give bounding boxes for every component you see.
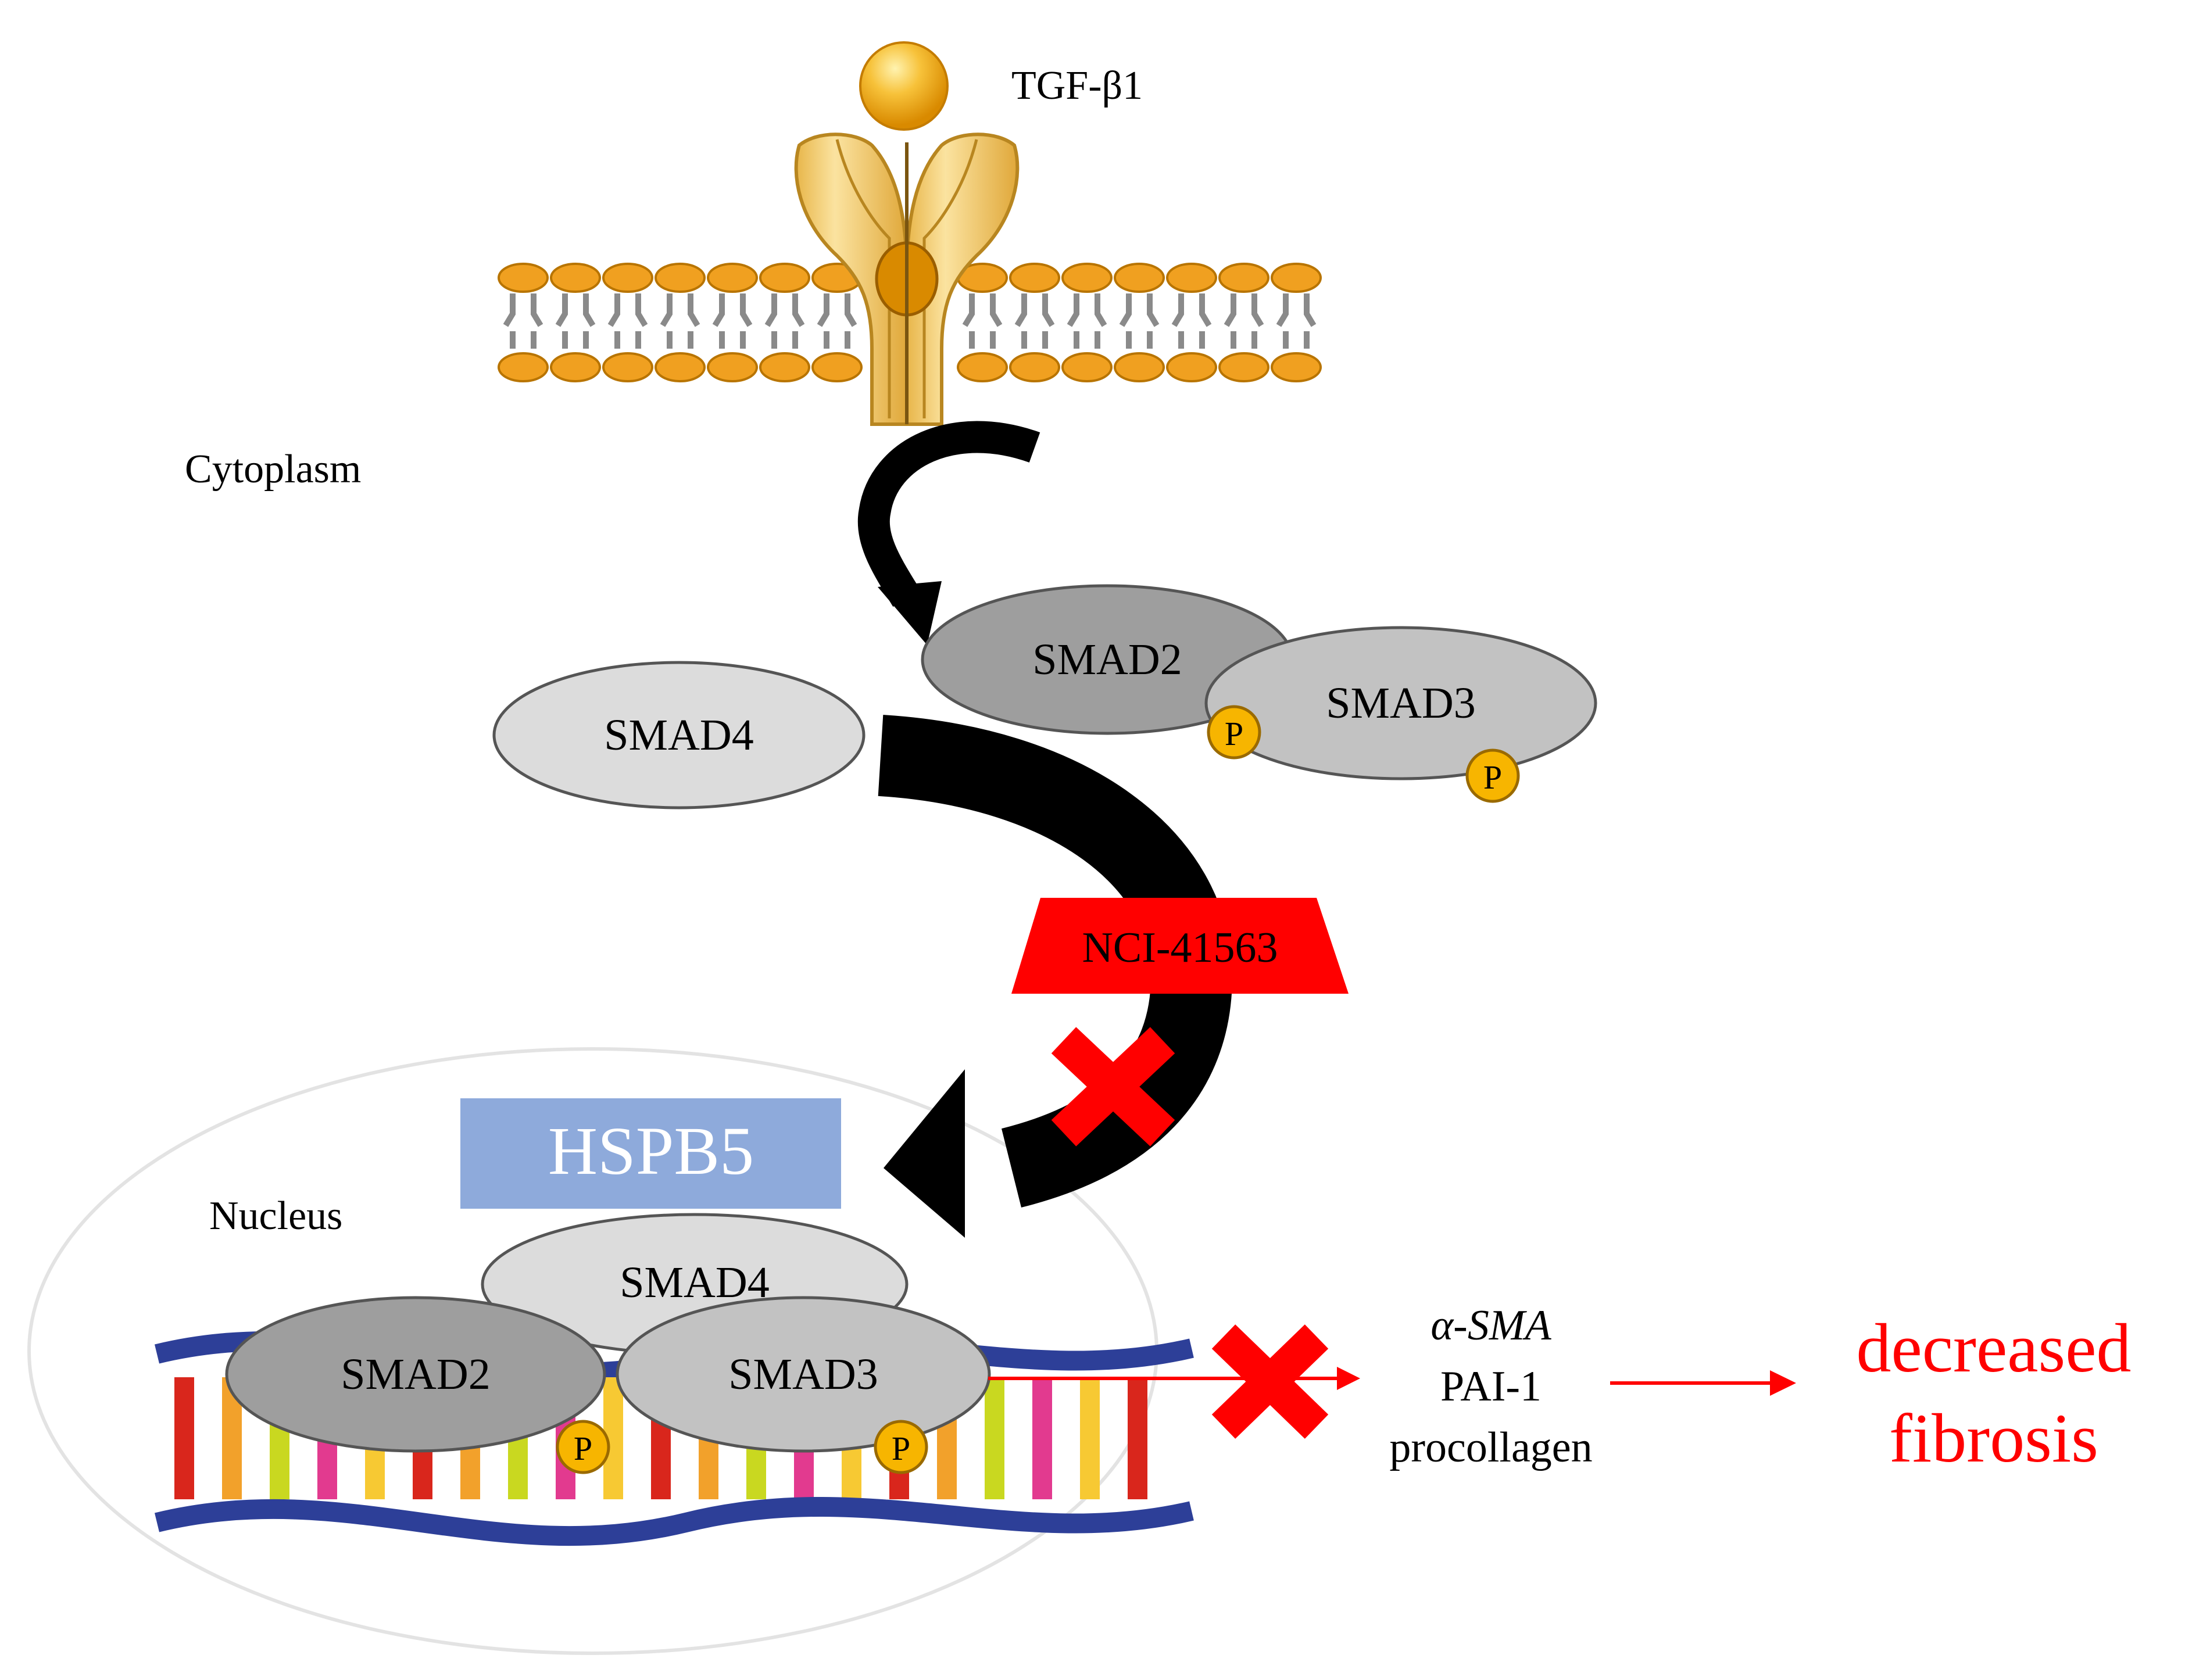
- phospho-badge: P: [1465, 748, 1520, 803]
- cytoplasm-smad4: SMAD4: [492, 661, 866, 809]
- nci-41563-inhibitor: NCI-41563: [1011, 898, 1349, 994]
- svg-text:P: P: [1483, 758, 1502, 796]
- outcome-label: decreased: [1857, 1309, 2132, 1387]
- svg-text:P: P: [1225, 715, 1243, 753]
- activation-arrow: [857, 421, 1040, 645]
- cytoplasm-smad2: SMAD2: [921, 584, 1294, 735]
- svg-text:SMAD4: SMAD4: [620, 1258, 770, 1307]
- tgf-beta-receptor: [794, 132, 1020, 426]
- cell-membrane: [498, 263, 1322, 382]
- outcome-arrow: [1610, 1370, 1796, 1396]
- tgf-beta1-ligand: [859, 41, 949, 131]
- target-gene: procollagen: [1389, 1424, 1592, 1471]
- svg-text:P: P: [892, 1430, 910, 1467]
- target-gene: PAI-1: [1440, 1363, 1542, 1410]
- translocation-arrow: [878, 715, 1233, 1238]
- phospho-badge: P: [556, 1420, 610, 1474]
- svg-text:SMAD4: SMAD4: [604, 711, 754, 760]
- svg-text:NCI-41563: NCI-41563: [1082, 924, 1278, 972]
- cytoplasm-label: Cytoplasm: [185, 447, 361, 492]
- svg-text:P: P: [574, 1430, 592, 1467]
- nucleus-smad3: SMAD3: [616, 1296, 991, 1453]
- svg-text:SMAD3: SMAD3: [1326, 679, 1476, 728]
- block-x-icon: [1211, 1324, 1329, 1439]
- block-x-icon: [1051, 1027, 1175, 1147]
- svg-text:HSPB5: HSPB5: [548, 1113, 754, 1189]
- cytoplasm-smad3: SMAD3: [1204, 626, 1597, 780]
- ligand-label: TGF-β1: [1011, 63, 1143, 108]
- svg-text:SMAD2: SMAD2: [1032, 635, 1182, 684]
- svg-text:SMAD3: SMAD3: [728, 1350, 878, 1399]
- target-gene: α-SMA: [1430, 1302, 1551, 1349]
- outcome-label: fibrosis: [1889, 1399, 2098, 1477]
- hspb5-box: HSPB5: [460, 1098, 841, 1209]
- phospho-badge: P: [874, 1420, 928, 1474]
- svg-text:SMAD2: SMAD2: [341, 1350, 491, 1399]
- nucleus-smad2: SMAD2: [225, 1296, 606, 1453]
- nucleus-label: Nucleus: [209, 1194, 342, 1238]
- phospho-badge: P: [1207, 705, 1261, 760]
